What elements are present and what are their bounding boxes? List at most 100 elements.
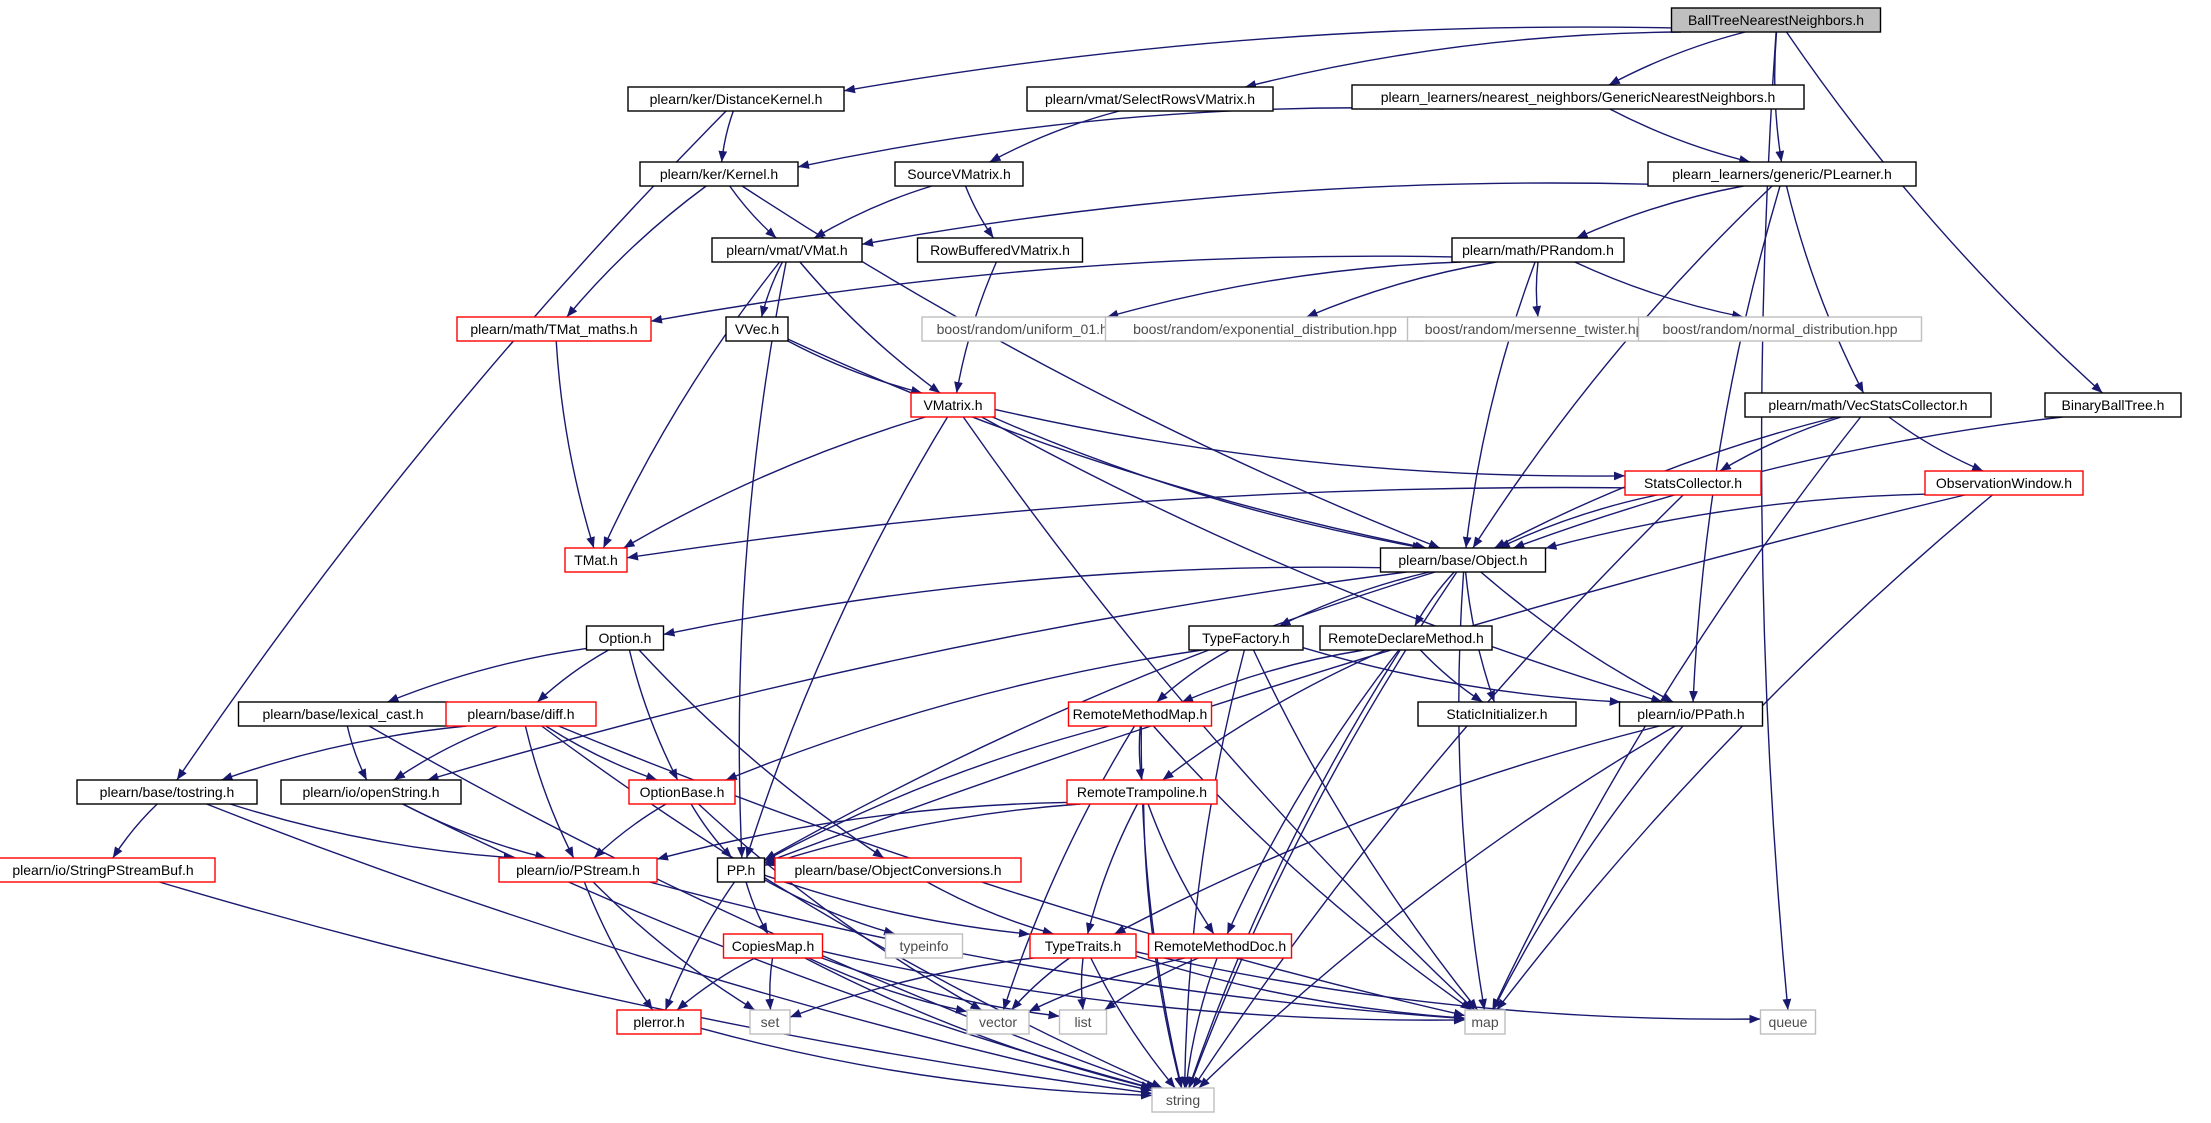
- node-vmatrix-h[interactable]: VMatrix.h: [910, 392, 996, 418]
- node-staticinitializer-h[interactable]: StaticInitializer.h: [1417, 701, 1577, 727]
- node-boost-random-uniform-01-hpp: boost/random/uniform_01.hpp: [921, 316, 1139, 342]
- node-typetraits-h[interactable]: TypeTraits.h: [1029, 933, 1137, 959]
- node-box: [1188, 625, 1304, 651]
- node-box: [1618, 701, 1764, 727]
- node-option-h[interactable]: Option.h: [585, 625, 665, 651]
- edge-plearner-to-object: [1472, 185, 1773, 549]
- node-plearn-math-prandom-h[interactable]: plearn/math/PRandom.h: [1451, 237, 1625, 263]
- edge-statscoll-to-object: [1498, 494, 1658, 549]
- node-statscollector-h[interactable]: StatsCollector.h: [1624, 470, 1762, 496]
- edge-vmatrix-to-ppath: [981, 416, 1663, 704]
- node-box: [894, 161, 1024, 187]
- edge-typefactory-to-map: [1252, 649, 1479, 1011]
- edge-copiesmap-to-set: [765, 957, 775, 1011]
- edge-pp-to-typeinfo: [764, 879, 896, 936]
- node-tmat-h[interactable]: TMat.h: [564, 547, 628, 573]
- edge-remmethmap-to-vector: [1002, 725, 1136, 1011]
- edge-prandom-to-tmatmaths: [650, 255, 1453, 324]
- node-remotedeclaremethod-h[interactable]: RemoteDeclareMethod.h: [1319, 625, 1493, 651]
- node-label: plearn/io/PPath.h: [1637, 706, 1744, 722]
- edge-tmatmaths-to-tmat: [555, 340, 595, 549]
- edge-remmethmap-to-string: [1140, 725, 1184, 1089]
- edge-statscoll-to-string: [1192, 494, 1684, 1089]
- edge-remmethmap-to-map: [1152, 725, 1473, 1011]
- node-sourcevmatrix-h[interactable]: SourceVMatrix.h: [894, 161, 1024, 187]
- node-set: set: [749, 1009, 791, 1035]
- node-plearn-vmat-selectrowsvmatrix-h[interactable]: plearn/vmat/SelectRowsVMatrix.h: [1026, 86, 1274, 112]
- node-label: plearn/vmat/SelectRowsVMatrix.h: [1045, 91, 1255, 107]
- node-label: Option.h: [599, 630, 652, 646]
- node-label: plearn/base/diff.h: [467, 706, 574, 722]
- edge-object-to-openstring: [427, 571, 1407, 782]
- edge-typefactory-to-string: [1180, 649, 1246, 1089]
- edge-ppath-to-typetraits: [1114, 725, 1660, 935]
- node-boost-random-mersenne-twister-hpp: boost/random/mersenne_twister.hpp: [1406, 316, 1670, 342]
- edge-optionbase-to-pp: [690, 803, 733, 859]
- node-optionbase-h[interactable]: OptionBase.h: [628, 779, 736, 805]
- node-label: plerror.h: [633, 1014, 684, 1030]
- edge-vvec-to-vmatrix: [787, 340, 923, 395]
- edge-pp-to-typetraits: [764, 874, 1031, 938]
- edge-remtramp-to-typetraits: [1086, 803, 1139, 935]
- node-plearn-math-tmat-maths-h[interactable]: plearn/math/TMat_maths.h: [456, 316, 652, 342]
- node-label: plearn/base/ObjectConversions.h: [794, 862, 1001, 878]
- node-plearn-base-tostring-h[interactable]: plearn/base/tostring.h: [76, 779, 258, 805]
- node-plearn-io-stringpstreambuf-h[interactable]: plearn/io/StringPStreamBuf.h: [0, 857, 216, 883]
- node-rowbufferedvmatrix-h[interactable]: RowBufferedVMatrix.h: [916, 237, 1084, 263]
- node-label: plearn/io/StringPStreamBuf.h: [12, 862, 193, 878]
- node-copiesmap-h[interactable]: CopiesMap.h: [722, 933, 824, 959]
- edge-objconv-to-typetraits: [926, 881, 1054, 936]
- node-label: TypeTraits.h: [1045, 938, 1122, 954]
- node-label: plearn/math/TMat_maths.h: [470, 321, 637, 337]
- edge-plearner-to-ppath: [1689, 185, 1781, 703]
- edge-diff-to-openstring: [393, 725, 499, 781]
- node-balltreenearestneighbors-h[interactable]: BallTreeNearestNeighbors.h: [1670, 7, 1882, 33]
- node-plearn-ker-distancekernel-h[interactable]: plearn/ker/DistanceKernel.h: [627, 86, 845, 112]
- node-plearn-vmat-vmat-h[interactable]: plearn/vmat/VMat.h: [711, 237, 863, 263]
- edge-object-to-ppath: [1480, 571, 1674, 703]
- node-remotetrampoline-h[interactable]: RemoteTrampoline.h: [1066, 779, 1218, 805]
- node-pp-h[interactable]: PP.h: [716, 857, 766, 883]
- node-observationwindow-h[interactable]: ObservationWindow.h: [1924, 470, 2084, 496]
- node-plearn-io-openstring-h[interactable]: plearn/io/openString.h: [280, 779, 462, 805]
- node-box: [725, 316, 789, 342]
- node-plerror-h[interactable]: plerror.h: [616, 1009, 702, 1035]
- edge-optionbase-to-vector: [698, 803, 982, 1011]
- node-box: [716, 857, 766, 883]
- node-plearn-learners-generic-plearner-h[interactable]: plearn_learners/generic/PLearner.h: [1647, 161, 1917, 187]
- node-box: [616, 1009, 702, 1035]
- edge-prandom-to-expdist: [1306, 261, 1497, 318]
- node-label: TMat.h: [574, 552, 618, 568]
- node-vvec-h[interactable]: VVec.h: [725, 316, 789, 342]
- node-plearn-base-lexical-cast-h[interactable]: plearn/base/lexical_cast.h: [237, 701, 449, 727]
- node-label: list: [1074, 1014, 1091, 1030]
- edge-kernel-to-vmat: [729, 185, 777, 239]
- node-plearn-base-objectconversions-h[interactable]: plearn/base/ObjectConversions.h: [774, 857, 1022, 883]
- node-remotemethoddoc-h[interactable]: RemoteMethodDoc.h: [1147, 933, 1293, 959]
- edge-root-to-selectrows: [1244, 31, 1681, 89]
- node-box: [916, 237, 1084, 263]
- node-plearn-base-diff-h[interactable]: plearn/base/diff.h: [445, 701, 597, 727]
- node-label: OptionBase.h: [640, 784, 725, 800]
- node-label: plearn/io/PStream.h: [516, 862, 640, 878]
- node-label: RemoteMethodDoc.h: [1154, 938, 1286, 954]
- node-typefactory-h[interactable]: TypeFactory.h: [1188, 625, 1304, 651]
- edge-statscoll-to-tmat: [626, 486, 1626, 561]
- node-plearn-learners-nearest-neighbors-genericnearestneighbors-h[interactable]: plearn_learners/nearest_neighbors/Generi…: [1351, 84, 1805, 110]
- node-box: [884, 933, 964, 959]
- node-remotemethodmap-h[interactable]: RemoteMethodMap.h: [1067, 701, 1213, 727]
- edge-pp-to-perror: [664, 881, 736, 1011]
- node-plearn-base-object-h[interactable]: plearn/base/Object.h: [1379, 547, 1547, 573]
- node-box: [1379, 547, 1547, 573]
- node-plearn-io-ppath-h[interactable]: plearn/io/PPath.h: [1618, 701, 1764, 727]
- node-plearn-io-pstream-h[interactable]: plearn/io/PStream.h: [498, 857, 658, 883]
- node-box: [1319, 625, 1493, 651]
- node-plearn-math-vecstatscollector-h[interactable]: plearn/math/VecStatsCollector.h: [1744, 392, 1992, 418]
- node-binaryballtree-h[interactable]: BinaryBallTree.h: [2044, 392, 2182, 418]
- node-plearn-ker-kernel-h[interactable]: plearn/ker/Kernel.h: [639, 161, 799, 187]
- node-box: [76, 779, 258, 805]
- node-label: TypeFactory.h: [1202, 630, 1290, 646]
- edge-remotedecl-to-staticinit: [1419, 649, 1483, 703]
- edge-option-to-objconv: [638, 649, 885, 859]
- edge-typetraits-to-map: [1135, 955, 1466, 1022]
